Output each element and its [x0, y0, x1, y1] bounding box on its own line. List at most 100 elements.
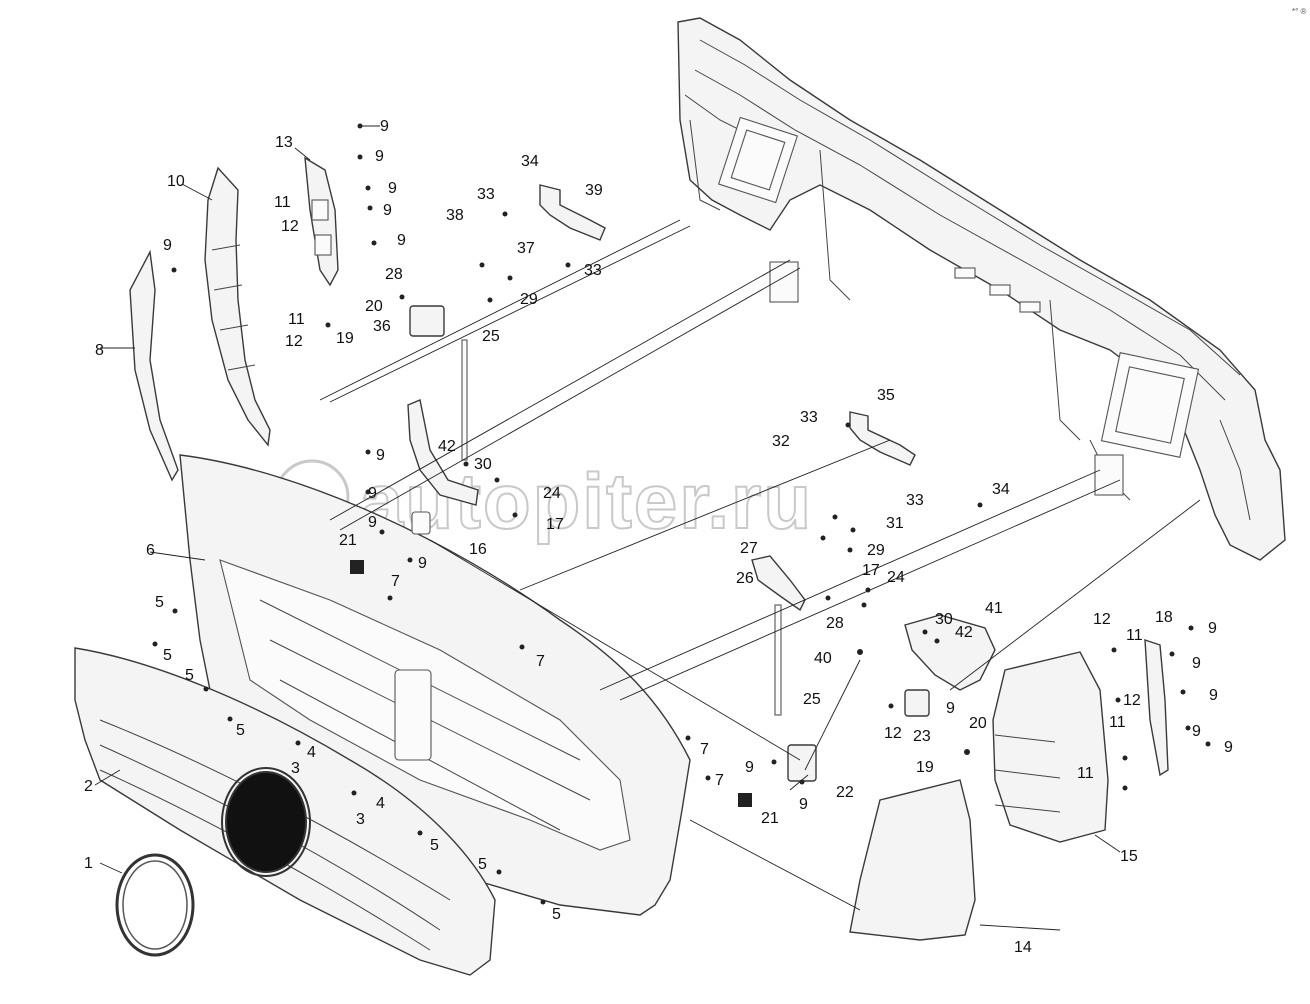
callout-38: 38: [446, 207, 464, 224]
callout-12: 12: [1093, 611, 1111, 628]
callout-33: 33: [584, 262, 602, 279]
callout-4: 4: [307, 744, 316, 761]
callout-7: 7: [715, 772, 724, 789]
callout-30: 30: [474, 456, 492, 473]
grille-2: [74, 647, 496, 976]
callout-9: 9: [376, 447, 385, 464]
callout-19: 19: [916, 759, 934, 776]
latch-22: [787, 744, 817, 782]
callout-9: 9: [418, 555, 427, 572]
callout-9: 9: [1192, 723, 1201, 740]
callout-22: 22: [836, 784, 854, 801]
callout-15: 15: [1120, 848, 1138, 865]
callout-3: 3: [291, 760, 300, 777]
hinge-39: [539, 184, 606, 241]
callout-7: 7: [700, 741, 709, 758]
callout-18: 18: [1155, 609, 1173, 626]
callout-labels: 9 9 9 9 9 13 10 11 12 9 8 11 12 20 19 28…: [84, 118, 1233, 956]
callout-9: 9: [375, 148, 384, 165]
callout-31: 31: [886, 515, 904, 532]
callout-25: 25: [482, 328, 500, 345]
callout-40: 40: [814, 650, 832, 667]
callout-9: 9: [368, 485, 377, 502]
callout-9: 9: [1208, 620, 1217, 637]
fastener-21: [350, 560, 752, 807]
callout-21: 21: [761, 810, 779, 827]
callout-1: 1: [84, 855, 93, 872]
hardware-dots: [152, 123, 1211, 905]
callout-20: 20: [365, 298, 383, 315]
bracket-16: [407, 399, 479, 535]
callout-28: 28: [826, 615, 844, 632]
callout-33: 33: [477, 186, 495, 203]
callout-42: 42: [955, 624, 973, 641]
callout-9: 9: [397, 232, 406, 249]
callout-37: 37: [517, 240, 535, 257]
callout-33: 33: [800, 409, 818, 426]
callout-6: 6: [146, 542, 155, 559]
corner-panel-15: [992, 651, 1109, 843]
corner-panel-14: [849, 779, 976, 941]
callout-34: 34: [521, 153, 539, 170]
callout-9: 9: [383, 202, 392, 219]
callout-5: 5: [155, 594, 164, 611]
callout-12: 12: [1123, 692, 1141, 709]
callout-25: 25: [803, 691, 821, 708]
callout-17: 17: [546, 516, 564, 533]
callout-4: 4: [376, 795, 385, 812]
callout-11: 11: [288, 311, 305, 328]
callout-12: 12: [285, 333, 303, 350]
trim-panel-8: [129, 249, 179, 482]
emblem-ring-1: [115, 853, 195, 957]
callout-33: 33: [906, 492, 924, 509]
mud-bracket-41: [904, 614, 996, 691]
bracket-26: [751, 555, 806, 612]
callout-12: 12: [884, 725, 902, 742]
callout-3: 3: [356, 811, 365, 828]
callout-5: 5: [163, 647, 172, 664]
callout-17: 17: [862, 562, 880, 579]
callout-5: 5: [185, 667, 194, 684]
callout-32: 32: [772, 433, 790, 450]
callout-5: 5: [430, 837, 439, 854]
callout-30: 30: [935, 611, 953, 628]
callout-24: 24: [543, 485, 561, 502]
callout-26: 26: [736, 570, 754, 587]
callout-8: 8: [95, 342, 104, 359]
hinge-36: [409, 305, 445, 337]
callout-9: 9: [368, 514, 377, 531]
callout-7: 7: [391, 573, 400, 590]
callout-9: 9: [1192, 655, 1201, 672]
callout-36: 36: [373, 318, 391, 335]
callout-11: 11: [1077, 765, 1094, 782]
corner-mark: *° ®: [1292, 7, 1307, 16]
callout-leaders: [94, 125, 1121, 931]
callout-20: 20: [969, 715, 987, 732]
callout-29: 29: [520, 291, 538, 308]
callout-14: 14: [1014, 939, 1032, 956]
callout-35: 35: [877, 387, 895, 404]
callout-11: 11: [274, 194, 291, 211]
callout-13: 13: [275, 134, 293, 151]
callout-9: 9: [380, 118, 389, 135]
callout-12: 12: [281, 218, 299, 235]
gas-strut-25-left: [461, 339, 468, 461]
cab-frame: [677, 17, 1286, 561]
callout-11: 11: [1126, 627, 1143, 644]
gas-strut-25-right: [774, 604, 782, 716]
callout-34: 34: [992, 481, 1010, 498]
callout-21: 21: [339, 532, 357, 549]
callout-41: 41: [985, 600, 1003, 617]
callout-29: 29: [867, 542, 885, 559]
callout-2: 2: [84, 778, 93, 795]
callout-9: 9: [799, 796, 808, 813]
trim-panel-10: [204, 166, 271, 447]
callout-24: 24: [887, 569, 905, 586]
callout-10: 10: [167, 173, 185, 190]
callout-28: 28: [385, 266, 403, 283]
callout-9: 9: [1209, 687, 1218, 704]
callout-5: 5: [552, 906, 561, 923]
callout-16: 16: [469, 541, 487, 558]
callout-42: 42: [438, 438, 456, 455]
